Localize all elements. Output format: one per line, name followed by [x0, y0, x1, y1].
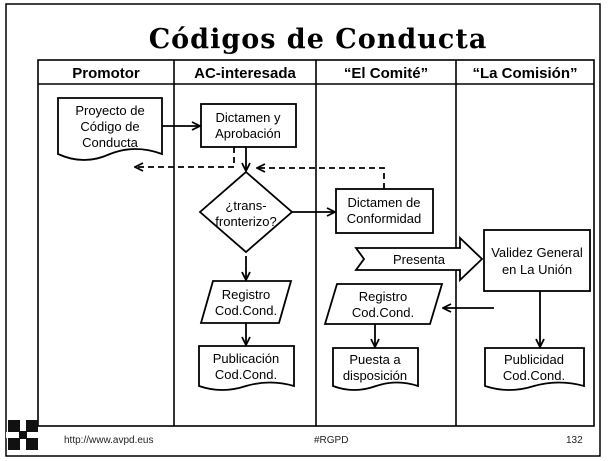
arrow-conformidad-back: [258, 168, 385, 189]
node-presenta-label: Presenta: [393, 252, 446, 267]
node-registro-ac: Registro Cod.Cond.: [199, 280, 293, 324]
node-registro-comite-line2: Cod.Cond.: [352, 305, 414, 320]
node-dictamen-conformidad-line1: Dictamen de: [348, 195, 421, 210]
node-publicidad-line2: Cod.Cond.: [503, 368, 565, 383]
node-registro-ac-line2: Cod.Cond.: [215, 303, 277, 318]
node-registro-comite-line1: Registro: [359, 289, 407, 304]
node-validez-line2: en La Unión: [502, 262, 572, 277]
node-dictamen-aprobacion-line1: Dictamen y: [215, 110, 281, 125]
lane-headers: Promotor AC-interesada “El Comité” “La C…: [72, 65, 577, 82]
connectors: [136, 126, 540, 346]
node-publicacion-line1: Publicación: [213, 351, 280, 366]
node-dictamen-aprobacion: Dictamen y Aprobación: [200, 103, 297, 148]
lane-header-promotor: Promotor: [72, 65, 140, 82]
node-registro-comite: Registro Cod.Cond.: [323, 283, 444, 325]
arrow-dictamen-back-to-promotor: [136, 147, 235, 167]
node-puesta-line2: disposición: [343, 368, 407, 383]
node-puesta-line1: Puesta a: [349, 352, 401, 367]
lane-header-comision: “La Comisión”: [472, 65, 577, 82]
node-presenta: Presenta: [354, 235, 484, 283]
node-publicidad-line1: Publicidad: [504, 352, 564, 367]
node-transfronterizo-line1: ¿trans-: [225, 198, 266, 213]
node-proyecto-line1: Proyecto de: [75, 103, 144, 118]
node-transfronterizo: ¿trans- fronterizo?: [198, 170, 294, 254]
lane-header-ac: AC-interesada: [194, 65, 296, 82]
node-validez-line1: Validez General: [491, 245, 583, 260]
node-transfronterizo-line2: fronterizo?: [215, 214, 276, 229]
node-publicacion-line2: Cod.Cond.: [215, 367, 277, 382]
node-publicidad: Publicidad Cod.Cond.: [484, 347, 585, 391]
node-proyecto-line3: Conducta: [82, 135, 138, 150]
slide-title: Códigos de Conducta: [149, 24, 488, 55]
footer-page-number: 132: [566, 435, 583, 446]
footer-url[interactable]: http://www.avpd.eus: [64, 435, 154, 446]
node-dictamen-conformidad: Dictamen de Conformidad: [335, 188, 434, 234]
slide-frame: [5, 3, 601, 457]
node-proyecto: Proyecto de Código de Conducta: [57, 97, 163, 161]
node-proyecto-line2: Código de: [80, 119, 139, 134]
node-registro-ac-line1: Registro: [222, 287, 270, 302]
lane-header-comite: “El Comité”: [344, 65, 428, 82]
node-dictamen-conformidad-line2: Conformidad: [347, 211, 421, 226]
node-publicacion: Publicación Cod.Cond.: [198, 345, 295, 391]
node-dictamen-aprobacion-line2: Aprobación: [215, 126, 281, 141]
footer-hashtag: #RGPD: [314, 435, 348, 446]
node-validez: Validez General en La Unión: [483, 229, 591, 292]
node-puesta: Puesta a disposición: [332, 347, 419, 391]
avpd-logo-icon: [6, 418, 40, 452]
swimlane-table: [37, 59, 595, 427]
